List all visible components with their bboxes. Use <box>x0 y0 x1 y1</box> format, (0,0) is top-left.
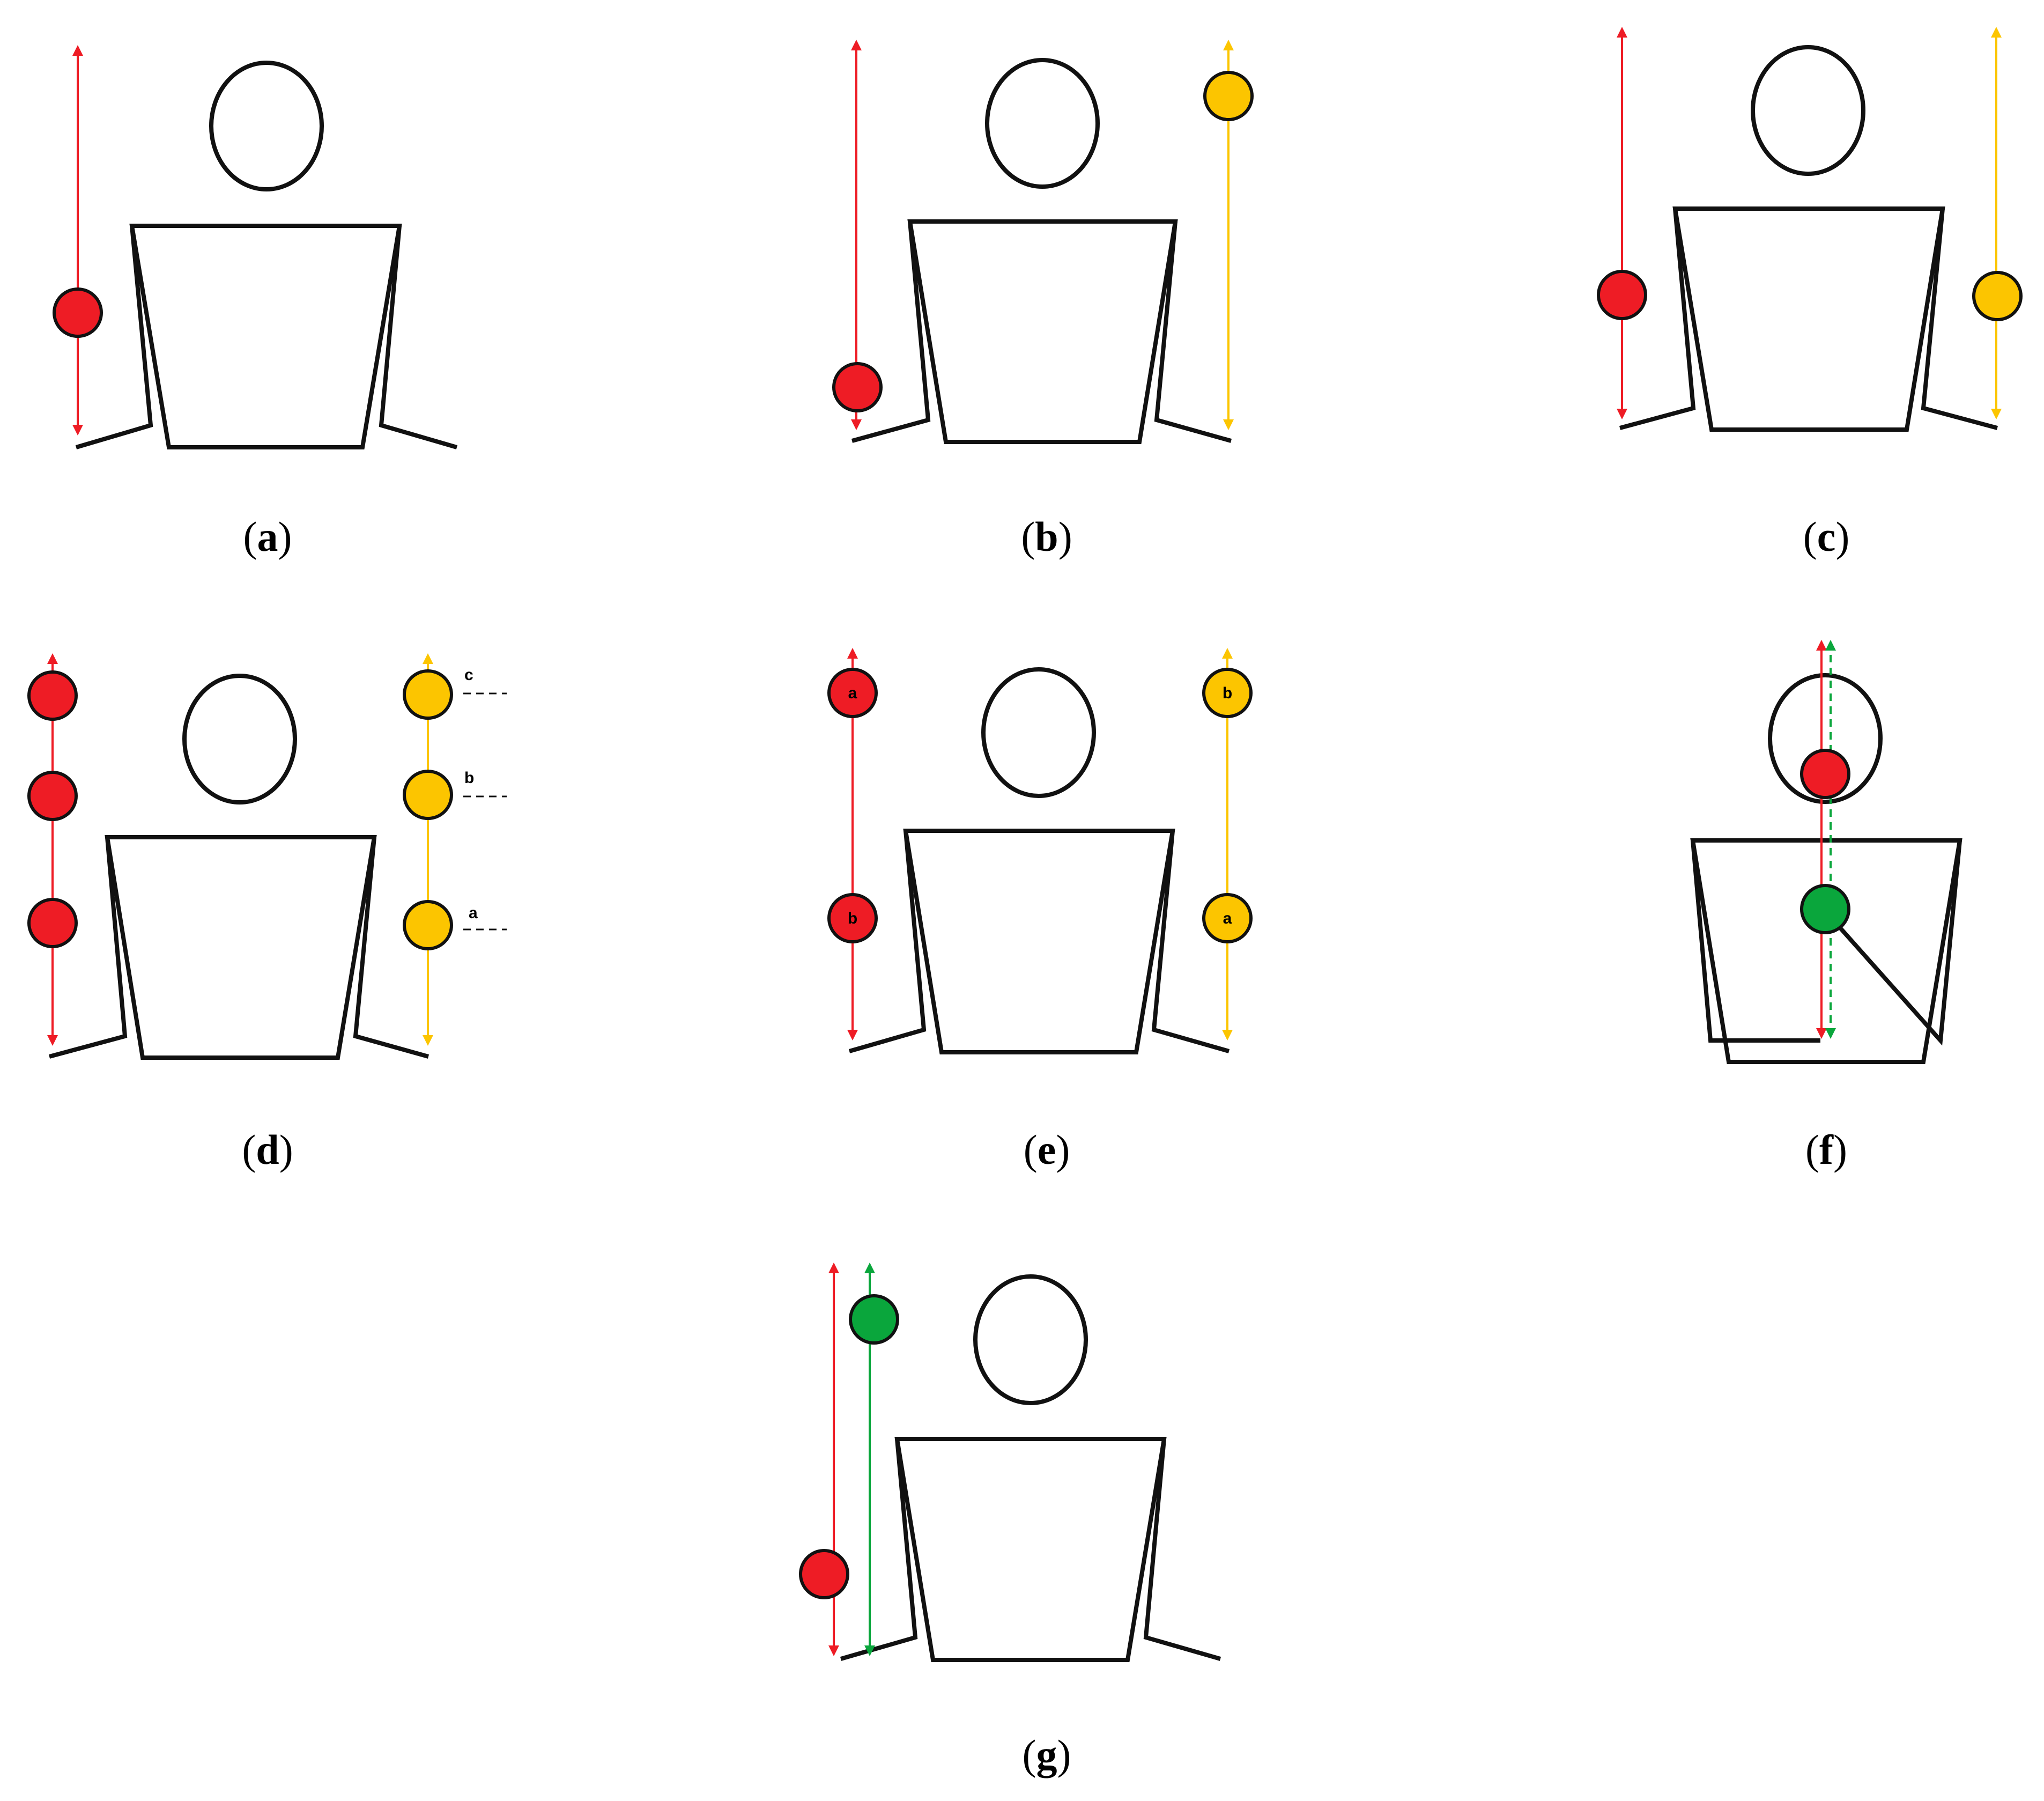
torso-outline <box>129 224 402 449</box>
panel-a: (a) <box>53 45 458 560</box>
green-marker <box>849 1294 899 1345</box>
caption-e: (e) <box>1024 1126 1070 1173</box>
yellow-marker-b <box>403 770 453 820</box>
yellow-marker-c <box>403 669 453 720</box>
red-marker <box>1597 270 1647 320</box>
right-arm-line <box>379 225 458 449</box>
body-figure <box>1690 673 1962 1064</box>
red-marker-a-label: a <box>848 684 857 702</box>
panel-g: (g) <box>799 1263 1221 1778</box>
red-marker <box>1800 749 1850 799</box>
yellow-marker-b <box>1202 668 1253 718</box>
left-arm-line <box>75 225 153 449</box>
body-figure <box>848 667 1230 1054</box>
head-outline <box>973 1274 1088 1405</box>
torso-outline <box>1672 206 1945 432</box>
head-outline <box>1751 45 1865 176</box>
yellow-marker-a-label: a <box>1223 910 1232 927</box>
body-figure <box>75 61 458 449</box>
right-arm-line <box>1824 840 1962 1046</box>
panel-c: (c) <box>1597 27 2023 560</box>
right-arm-line <box>1143 1438 1221 1661</box>
caption-a: (a) <box>243 513 292 560</box>
body-figure <box>851 58 1232 444</box>
right-arm-line <box>1154 221 1232 443</box>
right-arm-line <box>353 837 429 1059</box>
yellow-marker-b-label: b <box>1223 684 1232 702</box>
torso-outline <box>907 219 1178 444</box>
torso-outline <box>1690 838 1962 1064</box>
red-marker-bottom <box>27 898 78 948</box>
head-outline <box>209 61 324 191</box>
red-marker-top <box>27 670 78 721</box>
body-figure <box>1619 45 1998 432</box>
red-marker <box>799 1549 849 1599</box>
panel-e: a b b a (e) <box>827 648 1253 1173</box>
red-marker-a <box>827 668 878 718</box>
panel-f: (f) <box>1690 640 1962 1173</box>
panel-b: (b) <box>832 40 1254 560</box>
caption-g: (g) <box>1023 1731 1071 1778</box>
torso-outline <box>903 829 1175 1054</box>
red-marker-middle <box>27 771 78 821</box>
red-marker-b-label: b <box>848 910 857 927</box>
level-label-a: a <box>469 904 478 922</box>
body-figure <box>840 1274 1221 1662</box>
right-arm-line <box>1921 208 1998 430</box>
left-arm-line <box>851 221 931 443</box>
yellow-marker-a <box>403 900 453 950</box>
torso-outline <box>105 835 377 1060</box>
red-marker <box>53 287 103 338</box>
torso-outline <box>894 1437 1167 1662</box>
left-arm-line <box>1691 840 1820 1043</box>
level-label-b: b <box>464 769 474 787</box>
caption-c: (c) <box>1803 513 1850 560</box>
level-label-c: c <box>464 666 473 684</box>
yellow-marker <box>1203 71 1254 121</box>
left-arm-line <box>848 830 927 1053</box>
yellow-marker <box>1972 271 2023 321</box>
head-outline <box>981 667 1096 798</box>
body-figure <box>48 674 429 1060</box>
caption-f: (f) <box>1805 1126 1847 1173</box>
level-dashes <box>463 692 507 931</box>
red-marker-b <box>827 893 878 943</box>
caption-b: (b) <box>1021 513 1072 560</box>
panel-d: c b a (d) <box>27 653 507 1173</box>
red-marker <box>832 362 883 412</box>
yellow-marker-a <box>1202 893 1253 943</box>
caption-d: (d) <box>242 1126 293 1173</box>
green-marker <box>1800 884 1850 934</box>
head-outline <box>182 674 297 804</box>
right-arm-line <box>1151 830 1230 1053</box>
left-arm-line <box>48 837 128 1059</box>
left-arm-line <box>1619 208 1696 430</box>
head-outline <box>985 58 1100 189</box>
